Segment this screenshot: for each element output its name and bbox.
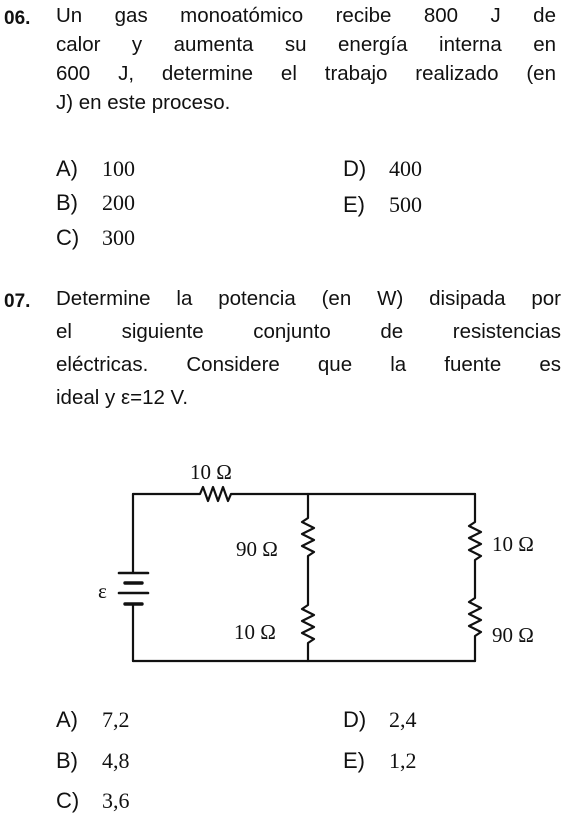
option-value: 4,8: [102, 748, 130, 773]
question-06-line-4: J) en este proceso.: [56, 91, 231, 114]
resistor-right-upper-label: 10 Ω: [492, 532, 534, 556]
option-value: 100: [102, 156, 135, 181]
wire-top: [131, 485, 477, 503]
option-value: 500: [389, 192, 422, 217]
question-06-line-1: Un gas monoatómico recibe 800 J de: [56, 4, 556, 27]
question-06-option-d[interactable]: D) 400: [343, 156, 422, 182]
resistor-middle-lower-label: 10 Ω: [234, 620, 276, 644]
battery-symbol: [117, 571, 150, 606]
branch-right: [467, 492, 483, 663]
question-06-option-e[interactable]: E) 500: [343, 192, 422, 218]
option-value: 1,2: [389, 748, 417, 773]
option-value: 2,4: [389, 707, 417, 732]
question-06-option-b[interactable]: B) 200: [56, 190, 135, 216]
resistor-right-lower-label: 90 Ω: [492, 623, 534, 647]
branch-middle: [300, 492, 316, 663]
question-06-option-a[interactable]: A) 100: [56, 156, 135, 182]
question-07-option-e[interactable]: E) 1,2: [343, 748, 417, 774]
question-07-line-4: ideal y ε=12 V.: [56, 386, 189, 409]
question-07-option-d[interactable]: D) 2,4: [343, 707, 417, 733]
question-07-number: 07.: [4, 291, 31, 312]
option-letter: E): [343, 192, 365, 217]
option-value: 400: [389, 156, 422, 181]
resistor-middle-upper-label: 90 Ω: [236, 537, 278, 561]
question-07-option-c[interactable]: C) 3,6: [56, 788, 130, 814]
resistor-top-label: 10 Ω: [190, 460, 232, 484]
option-letter: E): [343, 748, 365, 773]
option-letter: D): [343, 707, 367, 732]
option-letter: A): [56, 156, 78, 181]
option-value: 200: [102, 190, 135, 215]
question-07-option-a[interactable]: A) 7,2: [56, 707, 130, 733]
option-letter: D): [343, 156, 367, 181]
option-value: 7,2: [102, 707, 130, 732]
question-06-line-3: 600 J, determine el trabajo realizado (e…: [56, 62, 556, 85]
question-06-option-c[interactable]: C) 300: [56, 225, 135, 251]
question-07-line-2: el siguiente conjunto de resistencias: [56, 320, 561, 343]
option-letter: B): [56, 190, 78, 215]
option-letter: B): [56, 748, 78, 773]
option-letter: A): [56, 707, 78, 732]
question-06-number: 06.: [4, 8, 31, 29]
option-letter: C): [56, 225, 80, 250]
source-label: ε: [98, 579, 107, 603]
question-07-line-1: Determine la potencia (en W) disipada po…: [56, 287, 561, 310]
option-value: 3,6: [102, 788, 130, 813]
option-value: 300: [102, 225, 135, 250]
option-letter: C): [56, 788, 80, 813]
question-07-line-3: eléctricas. Considere que la fuente es: [56, 353, 561, 376]
question-06-line-2: calor y aumenta su energía interna en: [56, 33, 556, 56]
question-07-option-b[interactable]: B) 4,8: [56, 748, 130, 774]
